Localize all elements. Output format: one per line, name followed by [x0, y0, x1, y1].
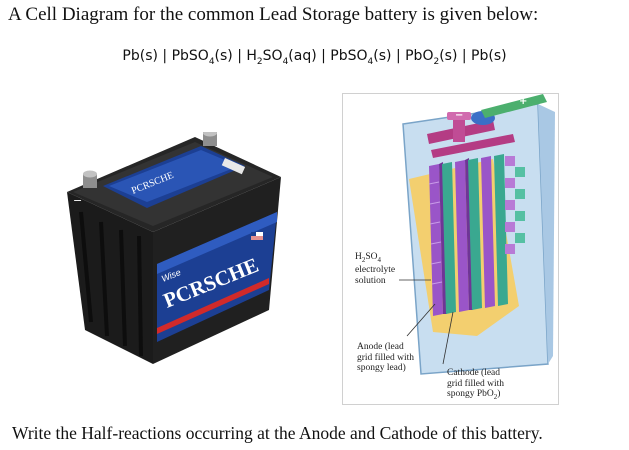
question-title: A Cell Diagram for the common Lead Stora… [8, 4, 539, 25]
cathode-plates [442, 154, 508, 314]
cathode-label: Cathode (lead grid filled with spongy Pb… [447, 368, 504, 401]
battery-photo: − + PCRSCHE Wise PCRSCHE [67, 132, 281, 364]
cell-notation: Pb(s) | PbSO4(s) | H2SO4(aq) | PbSO4(s) … [122, 48, 507, 67]
anode-label: Anode (lead grid filled with spongy lead… [357, 342, 414, 373]
cutaway-illustration: − + [399, 94, 555, 375]
flag-icon [251, 232, 263, 240]
battery-cutaway-diagram: − + H2SO4 electrolyte solution Anode (le… [342, 93, 559, 405]
question-instruction: Write the Half-reactions occurring at th… [12, 423, 543, 443]
cutaway-negative-terminal-icon [447, 112, 471, 142]
minus-sign: − [73, 194, 82, 207]
electrolyte-label: H2SO4 electrolyte solution [355, 252, 396, 286]
plus-sign: + [225, 136, 234, 149]
positive-terminal-icon [203, 132, 217, 146]
terminal-minus-sign: − [455, 110, 463, 121]
terminal-plus-sign: + [519, 96, 527, 107]
anode-plates [429, 156, 495, 316]
negative-terminal-icon [83, 170, 97, 188]
cutaway-positive-terminal-icon [471, 94, 547, 125]
